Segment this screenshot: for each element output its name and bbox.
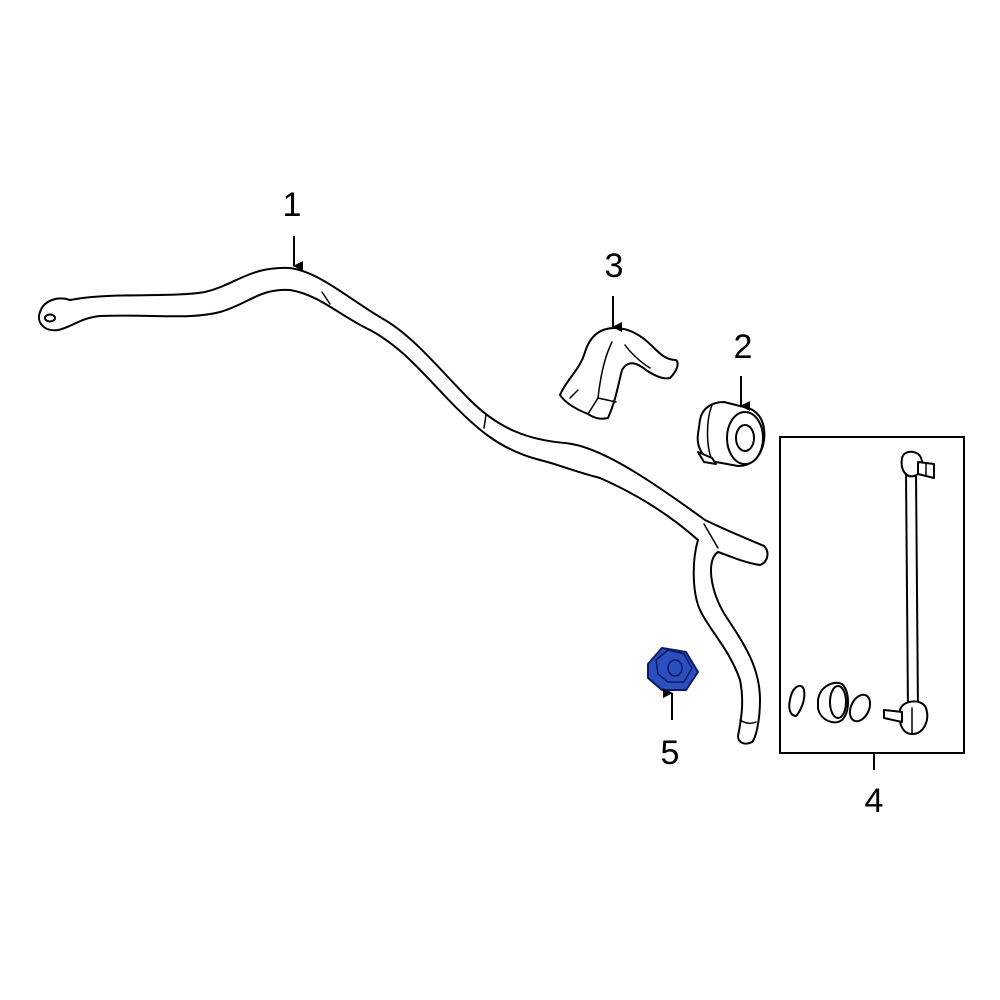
callout-3: 3 <box>605 247 624 332</box>
bar-end-eyelet <box>44 313 56 323</box>
bar-end-marking <box>739 719 757 725</box>
bar-marking-2 <box>483 414 487 429</box>
callout-1: 1 <box>283 186 303 271</box>
bushing-tab <box>697 451 717 465</box>
bar-marking-1 <box>321 291 331 305</box>
link-shaft <box>905 471 919 713</box>
callout-5-label: 5 <box>661 734 680 772</box>
bracket-fold-3 <box>624 344 651 369</box>
callout-4-label: 4 <box>865 782 884 820</box>
stabilizer-bushing[interactable] <box>696 401 766 467</box>
stabilizer-bar-body <box>38 266 769 745</box>
bar-marking-3 <box>703 523 719 549</box>
bracket-fold-4 <box>569 389 579 399</box>
callout-5: 5 <box>661 688 680 772</box>
callout-3-label: 3 <box>605 247 624 285</box>
callout-4: 4 <box>865 753 884 820</box>
stabilizer-link-kit[interactable] <box>779 436 965 754</box>
bushing-bracket[interactable] <box>559 327 679 420</box>
bracket-body <box>559 327 679 420</box>
link-kit-washer-small <box>788 684 806 717</box>
bushing-ridge <box>706 404 713 461</box>
callout-1-label: 1 <box>283 186 302 224</box>
link-kit-bushing-a-face <box>829 685 847 719</box>
link-bottom-stud <box>883 709 903 723</box>
link-kit-washer-large <box>848 693 872 723</box>
nut-bore <box>667 659 683 677</box>
bracket-fold-2 <box>597 341 613 399</box>
highlighted-nut[interactable] <box>647 647 699 691</box>
link-kit-box <box>779 436 965 754</box>
stabilizer-bar[interactable] <box>38 266 769 745</box>
callout-2: 2 <box>734 328 753 411</box>
bushing-bore <box>735 424 755 452</box>
callout-2-label: 2 <box>734 328 753 366</box>
link-bottom-joint <box>898 700 929 735</box>
